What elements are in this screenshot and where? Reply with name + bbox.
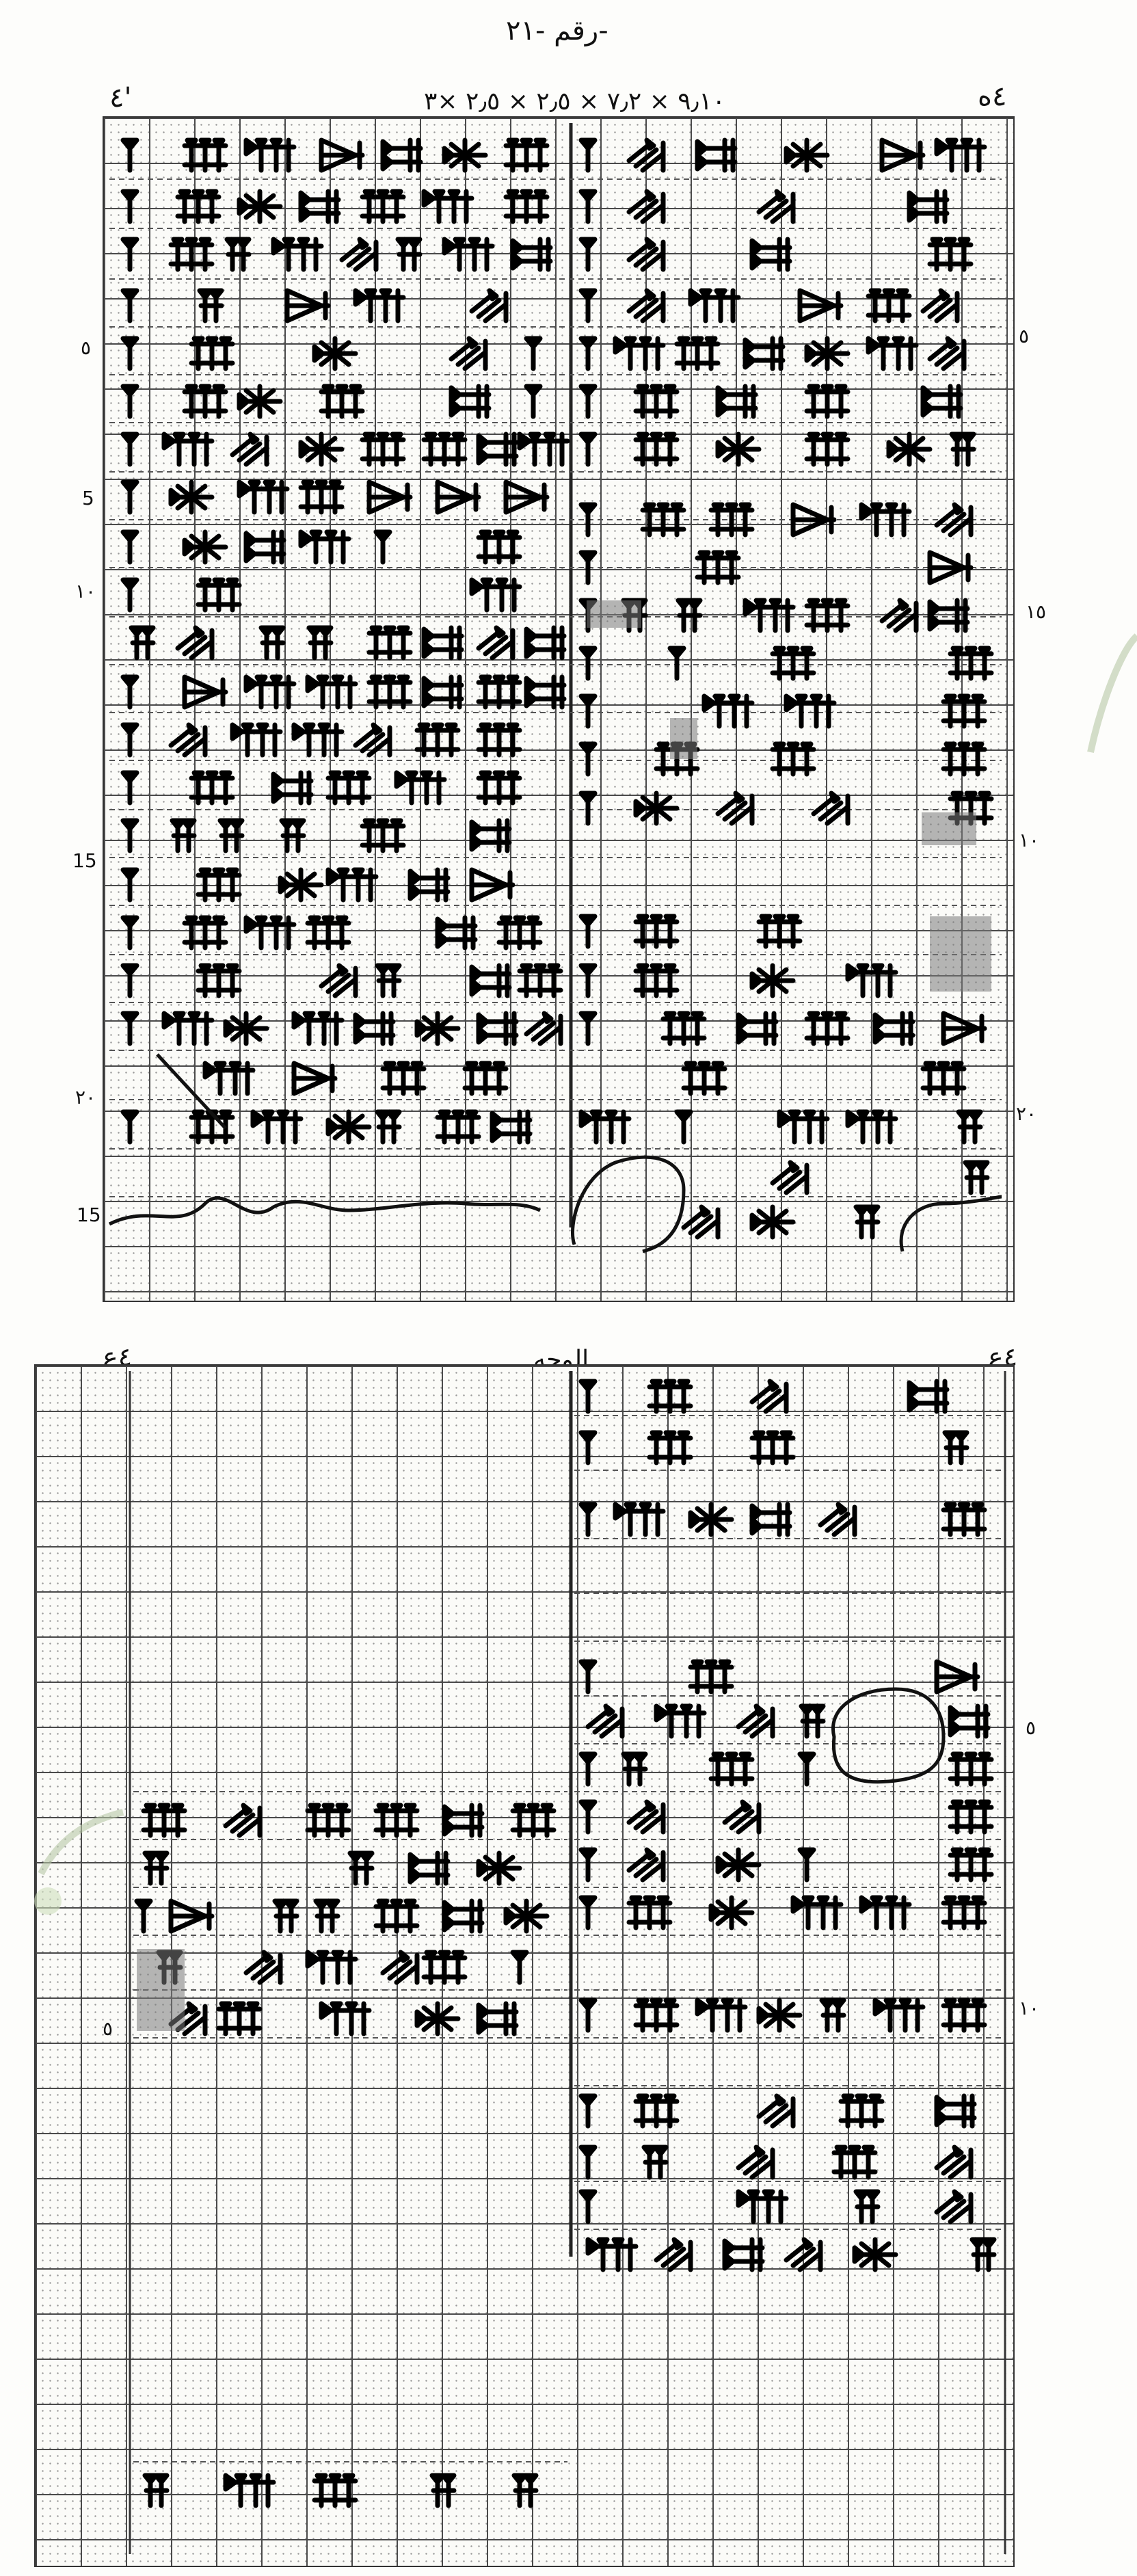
top-line-number-left: ٢٠: [75, 1086, 96, 1108]
top-line-number-right: ٥: [1019, 325, 1030, 347]
top-line-number-left: ١٠: [75, 580, 96, 602]
top-line-number-left: 5: [82, 487, 94, 509]
bottom-tablet-grid-sheet: [34, 1364, 1015, 2567]
watermark-arc: [1087, 633, 1137, 754]
top-tablet-left-column-signs: [123, 140, 567, 1142]
top-tablet-header-left: ٤': [109, 82, 132, 114]
top-tablet-damage-outlines: [108, 600, 1002, 1253]
top-line-number-right: ١٥: [1026, 600, 1047, 623]
bottom-line-number-right: ٥: [1026, 1716, 1036, 1739]
top-line-number-left: ٥: [81, 336, 92, 359]
bottom-tablet-left-column-signs: [137, 1805, 554, 2506]
top-tablet-header-right: ٤ه: [978, 81, 1007, 112]
bottom-tablet-column-dividers: [129, 1371, 1006, 2554]
top-line-number-left: 15: [77, 1204, 101, 1226]
top-tablet-line-rules: [109, 178, 1002, 1197]
top-line-number-left: 15: [72, 849, 97, 872]
top-tablet-header-center: ٩٫١٠ × ٧٫٢ × ٢٫٥ × ٢٫٥ ×٣: [424, 88, 725, 116]
page-number: رقم -٢١-: [506, 15, 608, 47]
bottom-line-number-right: ١٠: [1019, 1997, 1040, 2019]
bottom-tablet-line-rules: [133, 1415, 1002, 2462]
top-tablet-right-column-signs: [581, 140, 991, 1237]
top-line-number-right: ١٠: [1019, 829, 1040, 851]
watermark-seal: [34, 1809, 124, 1915]
bottom-line-number-left: ٥: [103, 2017, 113, 2040]
top-line-number-right: ٢٠: [1016, 1102, 1037, 1125]
bottom-tablet-damage-outlines: [137, 1687, 946, 2031]
bottom-tablet-right-column-signs: [581, 1381, 994, 2270]
top-tablet-grid-sheet: [103, 116, 1015, 1302]
